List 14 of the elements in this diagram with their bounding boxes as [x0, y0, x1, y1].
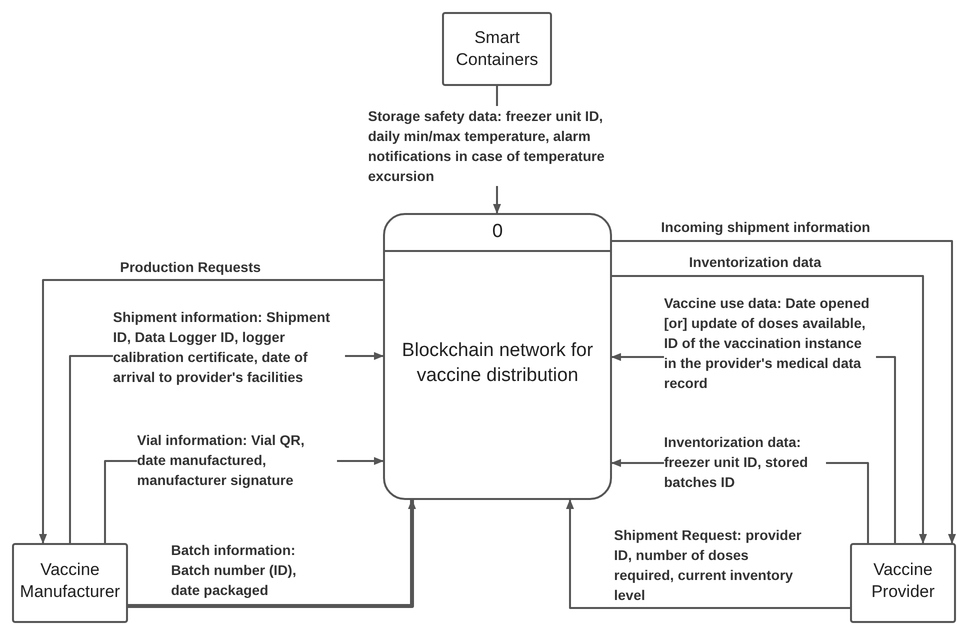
entity-box: [442, 12, 552, 86]
arrow: [612, 240, 956, 544]
arrow: [612, 275, 927, 544]
process-box: [383, 213, 612, 500]
process-name: Blockchain network for vaccine distribution: [400, 339, 594, 388]
arrow: [566, 499, 850, 609]
entity-box: [12, 543, 128, 623]
arrow: [128, 499, 416, 608]
entity-name: Vaccine Manufacturer: [18, 559, 122, 603]
entity-box: [850, 543, 956, 623]
process-number: 0: [492, 220, 503, 244]
entity-name: Smart Containers: [454, 27, 540, 71]
entity-name: Vaccine Provider: [870, 559, 936, 603]
arrow: [39, 279, 383, 544]
